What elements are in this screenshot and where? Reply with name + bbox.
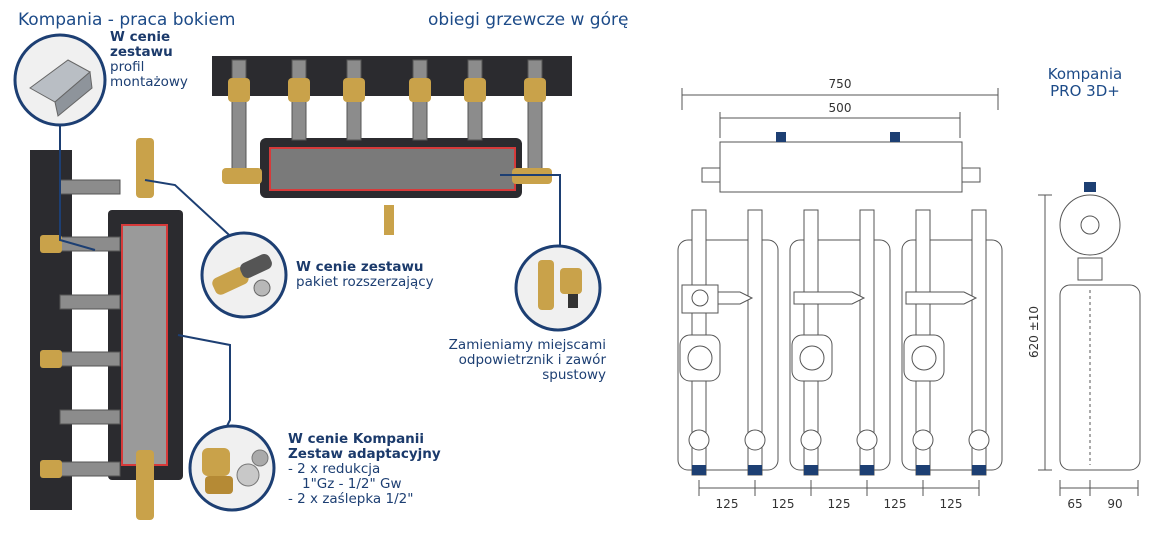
dim-spacing-4: 125 [884,497,907,511]
callout-swap-line3: spustowy [542,367,606,383]
dim-spacing-5: 125 [940,497,963,511]
callout-profile-bold1: W cenie [110,29,171,45]
left-manifold-pipe [121,224,168,466]
callout-circle-adapter [188,424,276,512]
top-insulation-block [212,56,572,96]
side-view-body [1059,284,1141,471]
callout-adapter: W cenie Kompanii Zestaw adaptacyjny - 2 … [288,432,441,507]
callout-profile: W cenie zestawu profil montażowy [110,30,188,90]
right-title-line2: PRO 3D+ [1050,82,1120,100]
dim-inner-width: 500 [829,101,852,115]
module-2-outline [789,239,891,471]
callout-circle-profile [13,33,107,127]
dim-depth-b: 90 [1107,497,1122,511]
dim-spacing-1: 125 [716,497,739,511]
product-photo-illustration [13,33,602,520]
right-title-line1: Kompania [1047,65,1123,83]
callout-adapter-bold2: Zestaw adaptacyjny [288,446,441,462]
top-brass-fittings [222,78,552,235]
pipe-caps [692,132,1096,475]
callout-profile-line3: profil [110,59,145,75]
top-manifold-pipe [269,147,516,191]
callout-expansion-line2: pakiet rozszerzający [296,274,434,290]
callout-adapter-line5: - 2 x zaślepka 1/2" [288,491,414,507]
dim-spacing-3: 125 [828,497,851,511]
callout-swap-line1: Zamieniamy miejscami [448,337,606,353]
callout-swap: Zamieniamy miejscami odpowietrznik i zaw… [432,338,606,383]
dim-depth-a: 65 [1067,497,1082,511]
left-insulation-block [30,150,72,510]
callout-swap-line2: odpowietrznik i zawór [458,352,606,368]
header-block [719,141,963,193]
dim-height: 620 ±10 [1027,306,1041,358]
module-1-outline [677,239,779,471]
pumps [679,334,945,382]
technical-drawing: 750 500 125 125 125 125 125 65 90 620 ±1… [677,77,1141,511]
callout-profile-line4: montażowy [110,74,188,90]
callout-circle-swap [514,244,602,332]
callout-expansion-bold: W cenie zestawu [296,259,424,275]
module-3-outline [901,239,1003,471]
callout-profile-bold2: zestawu [110,44,173,60]
thermometers [688,429,990,451]
right-title: Kompania PRO 3D+ [1030,66,1140,100]
middle-title: obiegi grzewcze w górę [428,10,629,30]
callout-expansion: W cenie zestawu pakiet rozszerzający [296,260,434,290]
callout-adapter-bold1: W cenie Kompanii [288,431,425,447]
dim-spacing-2: 125 [772,497,795,511]
left-title: Kompania - praca bokiem [18,10,236,30]
callout-adapter-line4: 1"Gz - 1/2" Gw [302,476,402,492]
dim-total-width: 750 [829,77,852,91]
callout-circle-expansion [200,231,288,319]
left-brass-fittings [40,138,154,520]
callout-adapter-line3: - 2 x redukcja [288,461,381,477]
mixing-valves [681,284,978,314]
left-horizontal-pipes [59,179,121,477]
